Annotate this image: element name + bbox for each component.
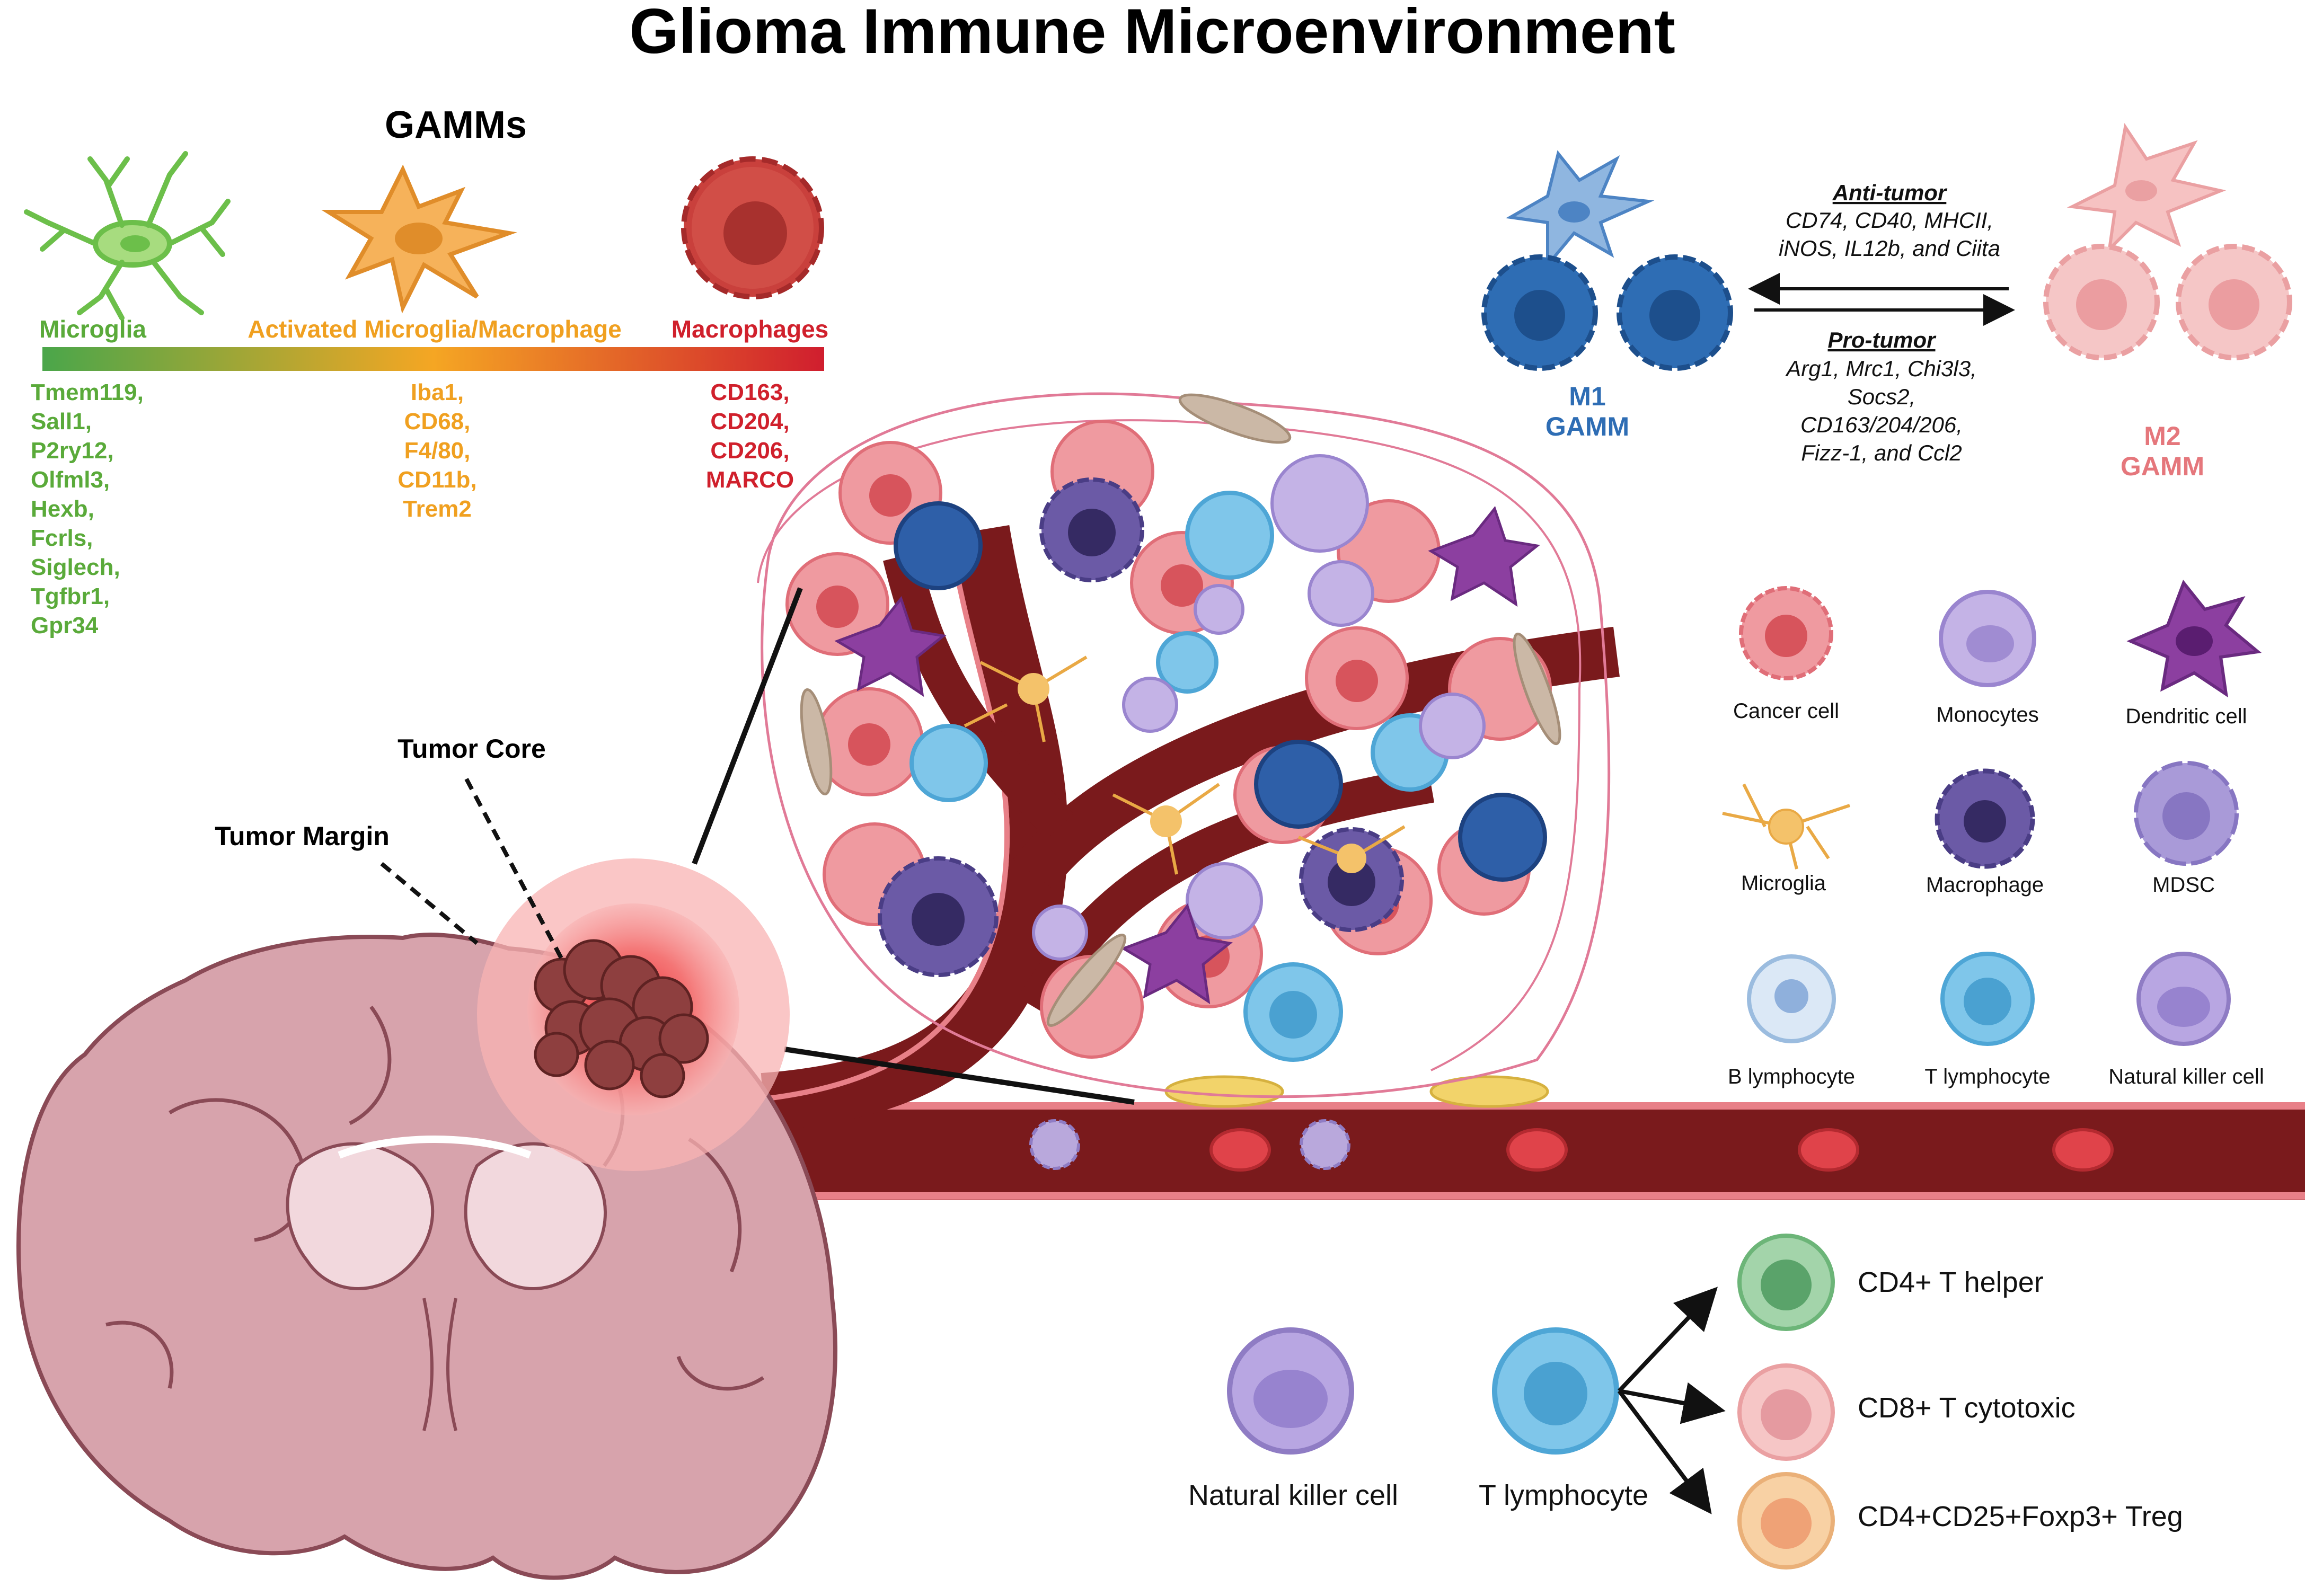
legend-label: B lymphocyte [1728, 1065, 1855, 1088]
tumor-margin-pointer [380, 862, 479, 945]
nk-cell-large [1227, 1327, 1354, 1455]
tumor-mass [534, 939, 709, 1098]
microglia-markers: Tmem119, Sall1, P2ry12, Olfml3, Hexb, Fc… [31, 379, 144, 639]
marker: Fcrls, [31, 525, 93, 551]
m2-label-line1: M2 [2144, 421, 2180, 451]
marker: Gpr34 [31, 613, 99, 639]
legend-label: MDSC [2152, 873, 2215, 897]
stage-label-microglia: Microglia [39, 315, 146, 343]
legend-label: Natural killer cell [2108, 1065, 2264, 1088]
marker: CD206, [710, 438, 789, 464]
pro-tumor-markers-3: CD163/204/206, [1800, 412, 1963, 437]
legend-labels: Cancer cell Monocytes Dendritic cell Mic… [1728, 699, 2264, 1088]
marker: CD11b, [398, 467, 476, 493]
pro-tumor-markers-4: Fizz-1, and Ccl2 [1801, 440, 1962, 465]
tumor-margin-label: Tumor Margin [215, 821, 390, 851]
subset-label: CD4+CD25+Foxp3+ Treg [1858, 1501, 2183, 1532]
m1-label-line1: M1 [1569, 382, 1605, 411]
legend-label: Monocytes [1936, 703, 2038, 726]
legend-label: Dendritic cell [2126, 705, 2247, 728]
activated-microglia-cell [321, 164, 517, 314]
t-cell-large [1492, 1327, 1619, 1455]
marker: Sall1, [31, 409, 92, 435]
marker: P2ry12, [31, 438, 114, 464]
marker: Hexb, [31, 496, 94, 522]
m2-label-line2: GAMM [2121, 451, 2204, 481]
nk-cell-label: Natural killer cell [1188, 1479, 1398, 1511]
m2-gamm-cells [2043, 123, 2292, 360]
pro-tumor-heading: Pro-tumor [1828, 327, 1937, 352]
legend-label: Microglia [1741, 872, 1826, 895]
legend-label: Macrophage [1926, 873, 2044, 897]
marker: MARCO [706, 467, 794, 493]
marker: Trem2 [403, 496, 472, 522]
macrophage-cell-red [681, 156, 824, 299]
m1-gamm-cells [1481, 150, 1733, 371]
treg-cell-icon [1737, 1472, 1835, 1570]
tumor-microenvironment-cluster [757, 392, 1611, 1098]
m1-label-line2: GAMM [1546, 412, 1629, 441]
activated-markers: Iba1, CD68, F4/80, CD11b, Trem2 [398, 379, 476, 522]
legend-label: T lymphocyte [1924, 1065, 2050, 1088]
legend-icons [1722, 580, 2262, 1046]
marker: Iba1, [411, 379, 464, 405]
stage-label-activated: Activated Microglia/Macrophage [248, 315, 622, 343]
legend-label: Cancer cell [1733, 699, 1839, 723]
gamm-gradient-bar [42, 347, 824, 371]
subset-label: CD4+ T helper [1858, 1266, 2044, 1298]
marker: Tmem119, [31, 379, 144, 405]
t-cytotoxic-cell-icon [1737, 1363, 1835, 1461]
anti-tumor-heading: Anti-tumor [1832, 180, 1948, 205]
macrophage-markers: CD163, CD204, CD206, MARCO [706, 379, 794, 493]
figure-title: Glioma Immune Microenvironment [629, 0, 1675, 67]
zoom-line-lower [784, 1047, 1135, 1105]
gamms-heading: GAMMs [385, 104, 527, 146]
marker: Siglech, [31, 554, 120, 580]
marker: CD163, [710, 379, 789, 405]
t-cell-subset-labels: CD4+ T helper CD8+ T cytotoxic CD4+CD25+… [1858, 1266, 2183, 1532]
anti-tumor-markers-2: iNOS, IL12b, and Ciita [1779, 236, 2000, 261]
differentiation-arrows [1617, 1287, 1726, 1514]
t-helper-cell-icon [1737, 1234, 1835, 1331]
pro-tumor-markers-2: Socs2, [1848, 384, 1915, 409]
stage-label-macrophages: Macrophages [672, 315, 829, 343]
marker: CD204, [710, 409, 789, 435]
t-cell-label: T lymphocyte [1479, 1479, 1648, 1511]
marker: CD68, [404, 409, 471, 435]
tumor-core-pointer [464, 778, 564, 960]
anti-tumor-markers-1: CD74, CD40, MHCII, [1786, 208, 1993, 233]
zoom-line-upper [692, 587, 803, 865]
pro-tumor-markers-1: Arg1, Mrc1, Chi3l3, [1785, 356, 1976, 381]
marker: Tgfbr1, [31, 583, 110, 609]
microglia-cell-green [24, 151, 231, 321]
subset-label: CD8+ T cytotoxic [1858, 1392, 2076, 1424]
marker: Olfml3, [31, 467, 110, 493]
tumor-core-label: Tumor Core [398, 734, 546, 764]
marker: F4/80, [404, 438, 471, 464]
